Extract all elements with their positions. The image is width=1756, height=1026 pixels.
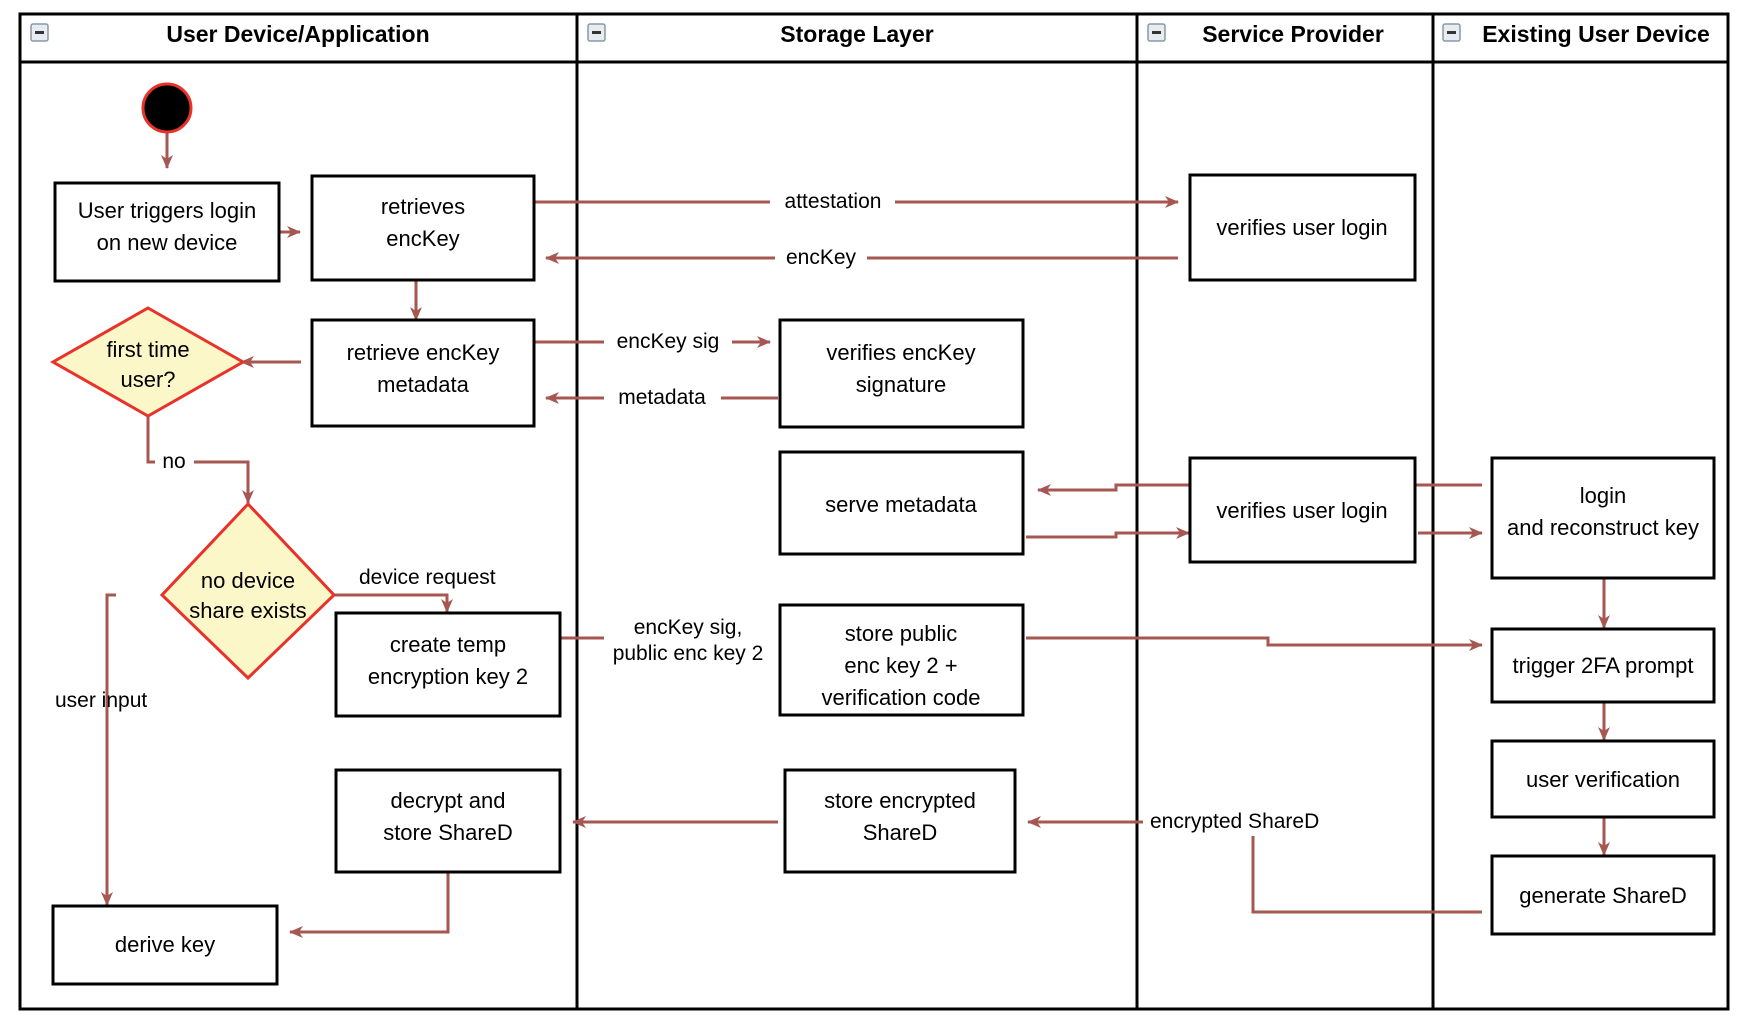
edge-label-user-input: user input: [55, 689, 147, 712]
edge-label-metadata: metadata: [618, 386, 706, 409]
lane-header-user-device: User Device/Application: [30, 21, 430, 47]
lane-title-service-provider: Service Provider: [1202, 21, 1384, 47]
lane-title-existing-user-device: Existing User Device: [1482, 21, 1710, 47]
node-label-line: verifies encKey: [826, 340, 975, 365]
edge-encrypted-shared: [1027, 816, 1482, 914]
node-label-line: store encrypted: [824, 788, 976, 813]
edge-label-encrypted-shared: encrypted ShareD: [1150, 810, 1319, 833]
node-retrieves-enckey[interactable]: retrieves encKey: [310, 174, 536, 282]
node-label-line: verifies user login: [1216, 215, 1387, 240]
minus-box-icon[interactable]: [1147, 23, 1166, 42]
lane-title-storage-layer: Storage Layer: [780, 21, 933, 47]
edge-to-trigger-2fa: [1026, 636, 1483, 651]
edge-label-device-request: device request: [359, 566, 496, 589]
edge-no-branch: [146, 414, 254, 504]
node-label-line: metadata: [377, 372, 469, 397]
node-label-line: and reconstruct key: [1507, 515, 1699, 540]
node-generate-shared[interactable]: generate ShareD: [1490, 854, 1716, 936]
node-label-line: encKey: [386, 226, 459, 251]
node-label-line: decrypt and: [391, 788, 506, 813]
node-label-line: no device: [201, 568, 295, 593]
edge-label-enckey-sig-2b: public enc key 2: [613, 642, 764, 665]
node-label-line: encryption key 2: [368, 664, 528, 689]
minus-box-icon[interactable]: [30, 23, 49, 42]
minus-box-icon[interactable]: [587, 23, 606, 42]
node-label-line: ShareD: [863, 820, 938, 845]
node-label-line: store ShareD: [383, 820, 513, 845]
edge-user-input: [101, 593, 116, 906]
node-label-line: user verification: [1526, 767, 1680, 792]
edge-sp-to-serve-metadata: [1037, 483, 1189, 496]
node-create-temp-encryption-key-2[interactable]: create temp encryption key 2: [334, 611, 562, 718]
node-label-line: share exists: [189, 598, 306, 623]
swimlane-frame: [18, 12, 1730, 1011]
node-label-line: retrieves: [381, 194, 465, 219]
node-derive-key[interactable]: derive key: [51, 904, 279, 986]
node-label-line: verification code: [822, 685, 981, 710]
node-label-line: serve metadata: [825, 492, 977, 517]
lane-title-user-device: User Device/Application: [166, 21, 429, 47]
node-verifies-user-login-1[interactable]: verifies user login: [1188, 173, 1417, 282]
node-decrypt-and-store-shared[interactable]: decrypt and store ShareD: [334, 768, 562, 874]
minus-box-icon[interactable]: [1442, 23, 1461, 42]
node-label-line: verifies user login: [1216, 498, 1387, 523]
node-label-line: login: [1580, 483, 1626, 508]
node-label-line: store public: [845, 621, 958, 646]
node-label-line: generate ShareD: [1519, 883, 1687, 908]
edge-label-enckey-sig: encKey sig: [617, 330, 720, 353]
node-label-line: retrieve encKey: [347, 340, 500, 365]
lane-header-service-provider: Service Provider: [1147, 21, 1384, 47]
node-label-line: first time: [106, 337, 189, 362]
node-start[interactable]: [141, 82, 193, 134]
node-store-public-enc-key-2[interactable]: store public enc key 2 + verification co…: [778, 603, 1025, 717]
node-verifies-user-login-2[interactable]: verifies user login: [1188, 456, 1417, 564]
node-label-line: User triggers login: [78, 198, 257, 223]
node-label-line: signature: [856, 372, 947, 397]
edge-label-group: attestation encKey encKey sig metadata n…: [55, 188, 1327, 836]
lane-header-storage-layer: Storage Layer: [587, 21, 934, 47]
edge-label-no: no: [162, 450, 185, 473]
node-label-line: user?: [120, 367, 175, 392]
edge-decrypt-to-derive: [289, 872, 450, 938]
edge-label-enckey: encKey: [786, 246, 857, 269]
node-login-and-reconstruct-key[interactable]: login and reconstruct key: [1490, 456, 1716, 580]
node-first-time-user[interactable]: first time user?: [49, 306, 247, 418]
node-label-line: trigger 2FA prompt: [1513, 653, 1694, 678]
lane-header-existing-user-device: Existing User Device: [1442, 21, 1710, 47]
node-trigger-2fa-prompt[interactable]: trigger 2FA prompt: [1490, 627, 1716, 704]
node-label-line: enc key 2 +: [844, 653, 957, 678]
node-verifies-enckey-signature[interactable]: verifies encKey signature: [778, 318, 1025, 429]
node-label-line: derive key: [115, 932, 215, 957]
edge-label-attestation: attestation: [785, 190, 882, 213]
node-no-device-share-exists[interactable]: no device share exists: [159, 501, 337, 681]
node-retrieve-enckey-metadata[interactable]: retrieve encKey metadata: [310, 318, 536, 428]
node-label-line: create temp: [390, 632, 506, 657]
node-user-triggers-login[interactable]: User triggers login on new device: [53, 181, 281, 283]
node-serve-metadata[interactable]: serve metadata: [778, 450, 1025, 556]
edge-serve-metadata-to-sp: [1026, 527, 1190, 539]
edge-device-request: [332, 593, 453, 613]
node-user-verification[interactable]: user verification: [1490, 739, 1716, 819]
edge-label-enckey-sig-2a: encKey sig,: [634, 616, 743, 639]
node-label-line: on new device: [97, 230, 238, 255]
node-store-encrypted-shared[interactable]: store encrypted ShareD: [783, 768, 1017, 874]
